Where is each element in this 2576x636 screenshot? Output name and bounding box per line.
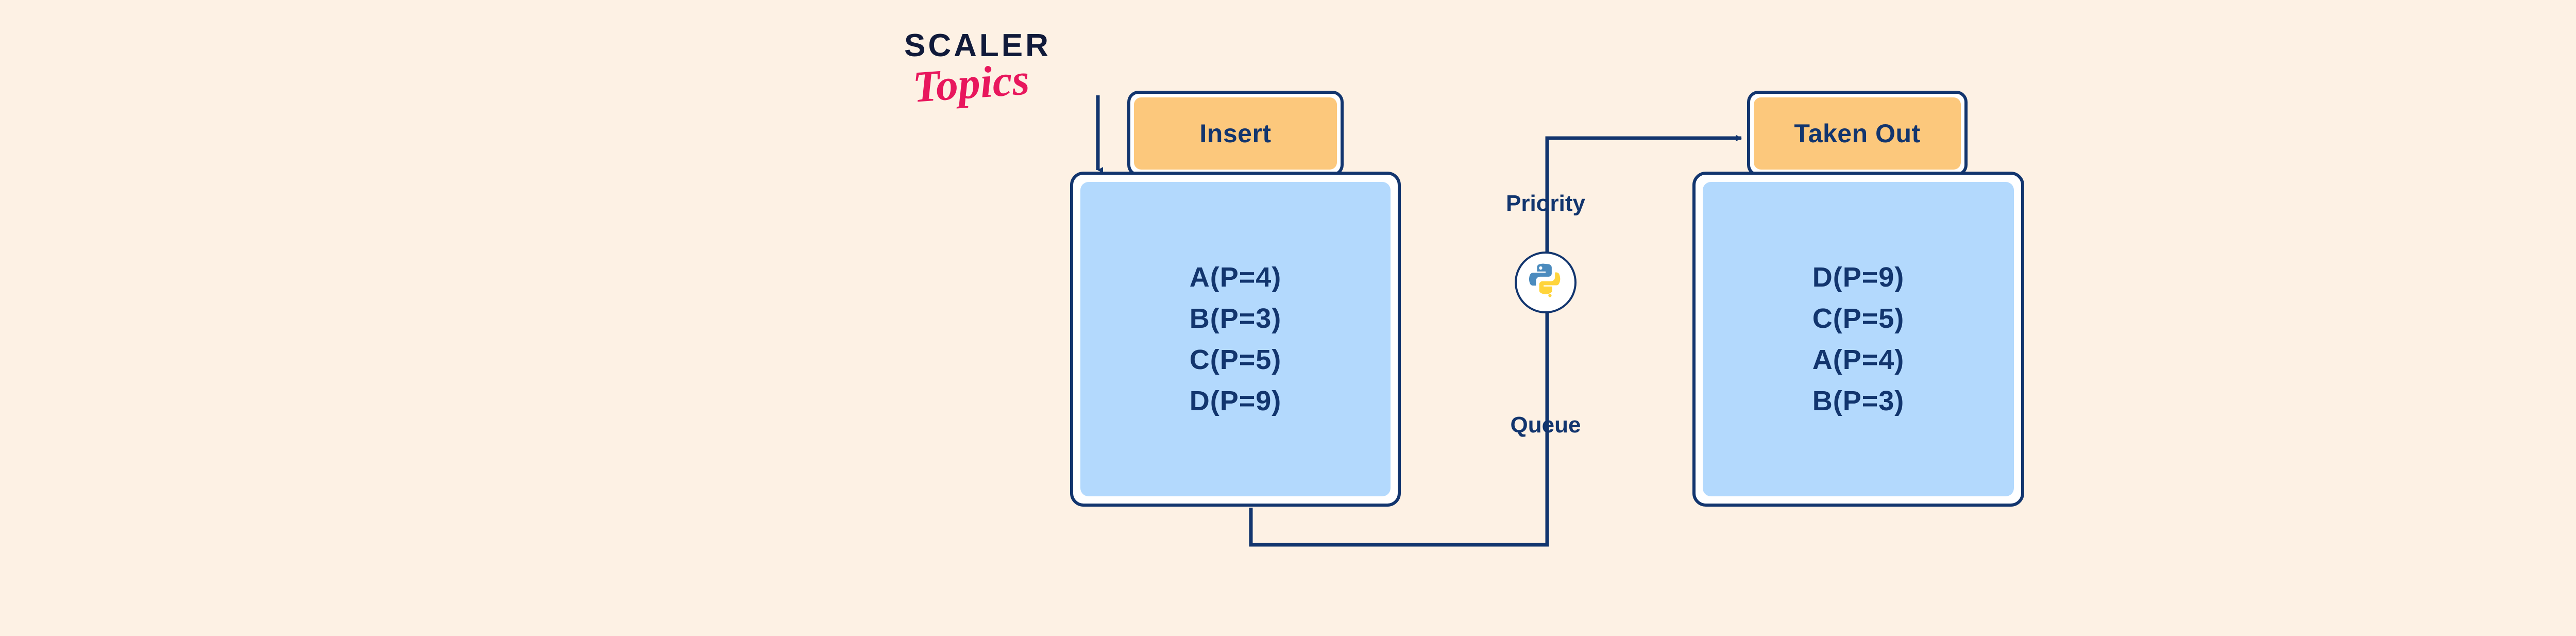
taken-out-header-label: Taken Out: [1794, 119, 1921, 148]
taken-out-header-fill: Taken Out: [1754, 97, 1961, 170]
list-item: A(P=4): [1812, 344, 1905, 375]
insert-header-fill: Insert: [1134, 97, 1337, 170]
list-item: D(P=9): [1812, 262, 1905, 293]
insert-header[interactable]: Insert: [1127, 91, 1344, 176]
list-item: D(P=9): [1189, 386, 1282, 416]
taken-out-header[interactable]: Taken Out: [1747, 91, 1968, 176]
taken-out-body[interactable]: D(P=9) C(P=5) A(P=4) B(P=3): [1692, 172, 2024, 507]
insert-body[interactable]: A(P=4) B(P=3) C(P=5) D(P=9): [1070, 172, 1401, 507]
logo-scaler-text: SCALER: [904, 28, 1051, 63]
logo-topics-text: Topics: [911, 54, 1031, 112]
insert-body-fill: A(P=4) B(P=3) C(P=5) D(P=9): [1080, 182, 1391, 496]
priority-queue-badge-group: Priority Queue: [1458, 191, 1633, 459]
list-item: C(P=5): [1189, 344, 1282, 375]
taken-out-body-fill: D(P=9) C(P=5) A(P=4) B(P=3): [1703, 182, 2014, 496]
list-item: B(P=3): [1189, 303, 1282, 334]
python-logo-icon: [1515, 252, 1577, 313]
list-item: C(P=5): [1812, 303, 1905, 334]
python-logo-svg: [1529, 263, 1561, 297]
list-item: A(P=4): [1189, 262, 1282, 293]
priority-label: Priority: [1505, 191, 1586, 216]
insert-header-label: Insert: [1199, 119, 1272, 148]
queue-label: Queue: [1510, 412, 1581, 438]
scaler-topics-logo: SCALER Topics: [904, 30, 1059, 118]
list-item: B(P=3): [1812, 386, 1905, 416]
